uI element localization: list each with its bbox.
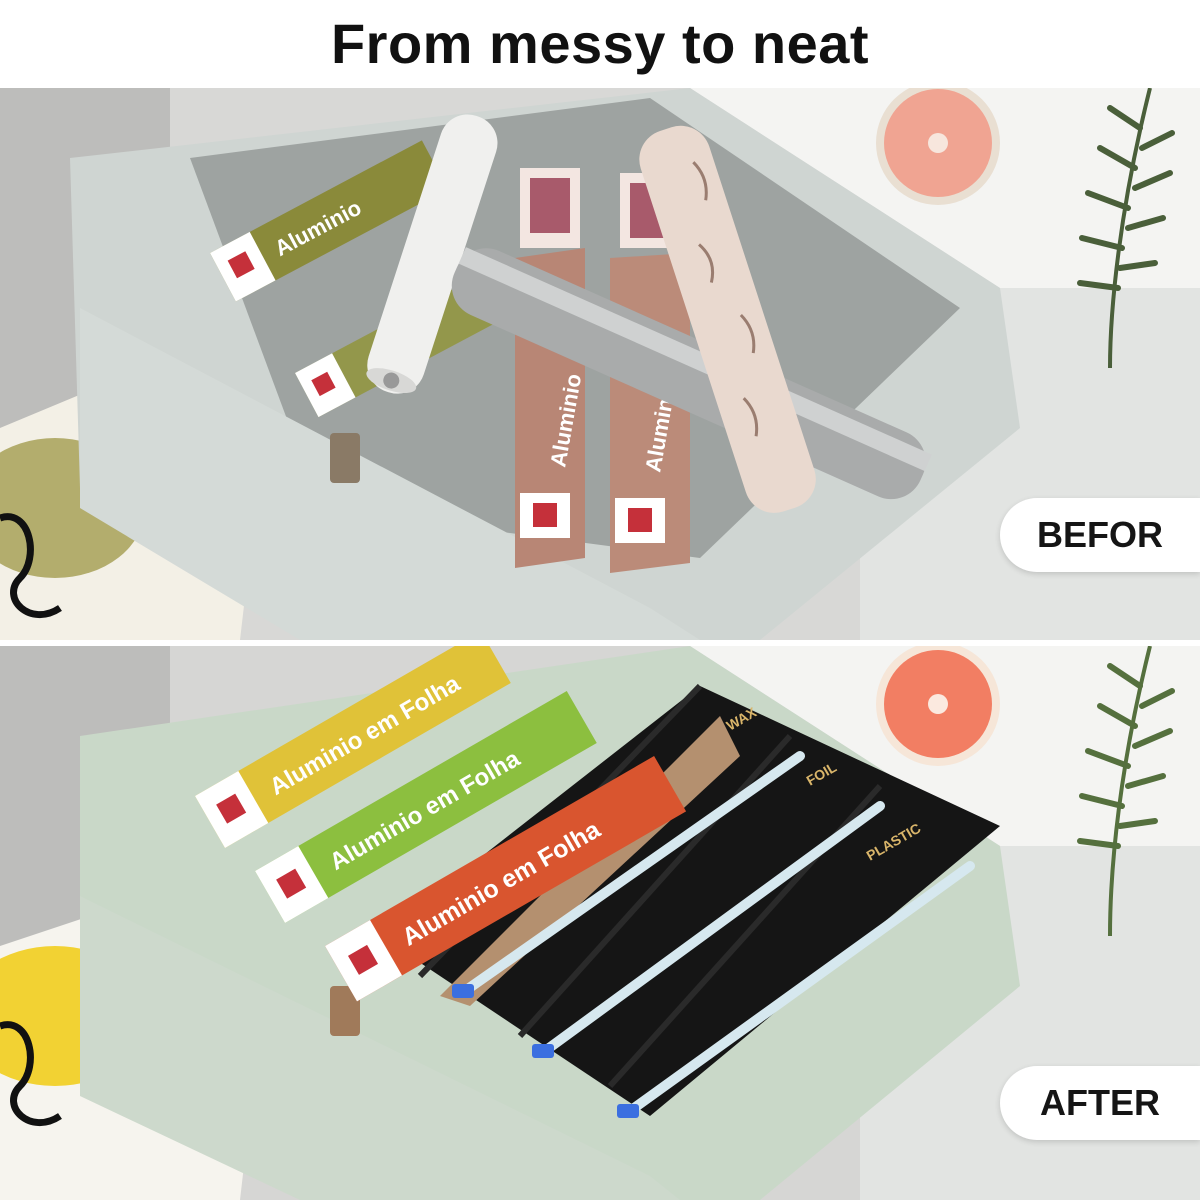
title-bar: From messy to neat xyxy=(0,0,1200,86)
cutter-bar-plastic xyxy=(617,861,975,1118)
cabinet-top xyxy=(690,646,1200,896)
after-label: AFTER xyxy=(1040,1082,1160,1123)
before-label: BEFOR xyxy=(1037,514,1163,555)
after-photo: WAX FOIL PLASTIC Aluminio em Folha Alumi… xyxy=(0,646,1200,1200)
wax-paper-roll xyxy=(639,125,816,513)
before-label-pill: BEFOR xyxy=(1000,498,1200,572)
before-scene: Aluminio Aluminio Aluminio xyxy=(0,88,1200,640)
drawer-handle xyxy=(330,986,360,1036)
grapefruit-slice xyxy=(876,646,1000,766)
page-title: From messy to neat xyxy=(330,11,870,75)
cutter-bar-foil xyxy=(532,801,885,1058)
dispenser-organizer xyxy=(380,686,1000,1116)
before-photo: Aluminio Aluminio Aluminio xyxy=(0,88,1200,640)
foil-roll xyxy=(451,247,932,500)
drawer-front xyxy=(80,896,680,1200)
cabinet-top xyxy=(690,88,1200,338)
grapefruit-slice xyxy=(876,88,1000,205)
fern-leaf xyxy=(1077,646,1175,937)
after-label-pill: AFTER xyxy=(1000,1066,1200,1140)
rug-squiggle xyxy=(0,1021,62,1126)
after-scene: WAX FOIL PLASTIC Aluminio em Folha Alumi… xyxy=(0,646,1200,1200)
rug-squiggle xyxy=(0,513,62,618)
drawer-handle xyxy=(330,433,360,483)
fern-leaf xyxy=(1077,88,1175,369)
white-paper-roll xyxy=(366,114,498,394)
cutter-bar-wax xyxy=(452,751,805,998)
box-brown-1: Aluminio xyxy=(515,168,586,568)
